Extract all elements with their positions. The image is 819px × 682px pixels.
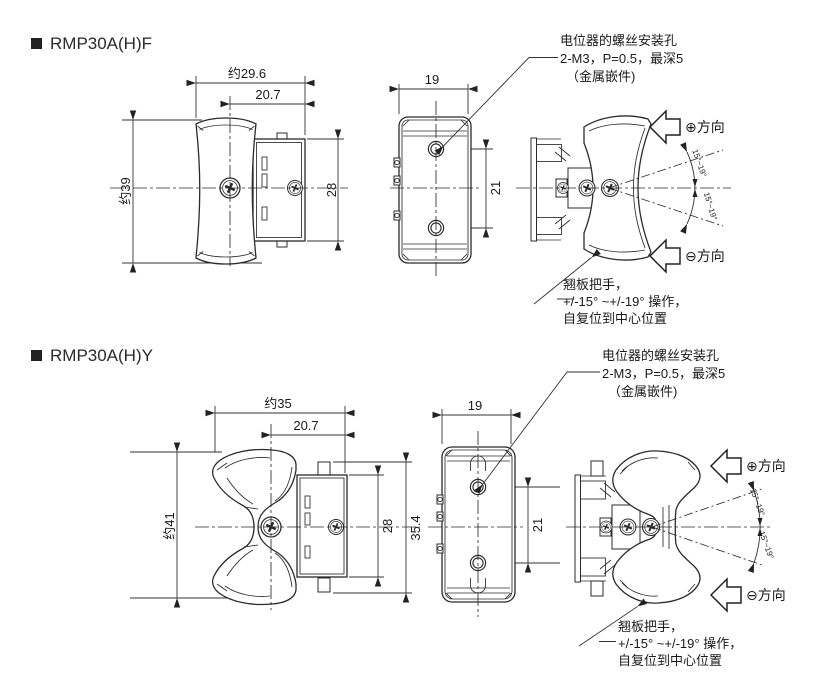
dim-flange-height-y: 35.4 [333, 452, 423, 603]
view-front-y [212, 448, 348, 606]
annotation-line: 电位器的螺丝安装孔 [602, 348, 719, 363]
dim-depth-y: 19 [432, 398, 521, 444]
dim-overall-height-f: 约39 [118, 110, 262, 273]
dim-overall-width-y: 约35 [205, 396, 355, 473]
dim-label: 20.7 [255, 87, 280, 102]
mount-face-outline [398, 116, 472, 264]
section-title: RMP30A(H)Y [50, 346, 153, 365]
mount-face-outline [441, 446, 516, 603]
annotation-rocker-f: 翘板把手， +/-15° ~+/-19° 操作， 自复位到中心位置 [533, 249, 687, 326]
dim-label: 19 [468, 398, 482, 413]
angle-range-label: 15°~19° [702, 191, 719, 221]
dim-label: 28 [324, 183, 339, 197]
dim-handle-width-f: 20.7 [220, 87, 315, 108]
annotation-line: 自复位到中心位置 [618, 653, 722, 668]
section-bullet-icon [31, 350, 42, 361]
dim-handle-width-y: 20.7 [261, 418, 355, 439]
minus-direction-arrow-icon [709, 577, 742, 613]
dim-label: 21 [488, 181, 503, 195]
minus-direction-arrow-icon [648, 238, 681, 274]
annotation-line: 2-M3，P=0.5，最深5 [560, 51, 683, 66]
annotation-line: +/-15° ~+/-19° 操作， [618, 636, 742, 651]
dim-body-height-f: 28 [307, 129, 344, 251]
view-mount-face-f [393, 116, 472, 264]
annotation-line: 电位器的螺丝安装孔 [560, 33, 677, 48]
dim-depth-f: 19 [389, 72, 478, 114]
center-lines-f [110, 96, 731, 279]
annotation-line: 自复位到中心位置 [563, 311, 667, 326]
plus-direction-label: ⊕方向 [746, 458, 786, 474]
section-rmp30ahf: RMP30A(H)F 约29.6 20.7 约39 28 [31, 33, 731, 326]
dim-label: 约39 [118, 177, 133, 204]
annotation-screw-hole-f: 电位器的螺丝安装孔 2-M3，P=0.5，最深5 （金属嵌件) [434, 33, 683, 156]
view-mount-face-y [436, 446, 516, 603]
center-lines-y [195, 424, 772, 617]
dim-label: 19 [425, 72, 439, 87]
view-front-f [195, 117, 306, 265]
dim-body-height-y: 28 [349, 465, 395, 587]
plus-direction-arrow-icon [709, 448, 742, 484]
minus-direction-label: ⊖方向 [746, 587, 786, 603]
angle-range-label: 15°~19° [748, 487, 766, 517]
annotation-rocker-y: 翘板把手， +/-15° ~+/-19° 操作， 自复位到中心位置 [578, 598, 742, 668]
minus-direction-label: ⊖方向 [685, 248, 725, 264]
dim-label: 约29.6 [228, 66, 266, 81]
dim-label: 20.7 [293, 418, 318, 433]
section-bullet-icon [31, 38, 42, 49]
angle-range-label: 15°~19° [757, 530, 775, 560]
dim-overall-width-f: 约29.6 [186, 66, 315, 135]
dim-label: 28 [380, 519, 395, 533]
annotation-line: （金属嵌件) [608, 384, 677, 399]
section-rmp30ahy: RMP30A(H)Y 约35 20.7 约41 28 3 [31, 346, 786, 668]
direction-arrows-y: ⊕方向 ⊖方向 [709, 448, 786, 613]
angle-range-label: 15°~19° [690, 148, 708, 178]
annotation-line: 翘板把手， [618, 619, 683, 634]
annotation-line: 2-M3，P=0.5，最深5 [602, 366, 725, 381]
annotation-line: +/-15° ~+/-19° 操作， [563, 294, 687, 309]
section-title: RMP30A(H)F [50, 34, 152, 53]
direction-arrows-f: ⊕方向 ⊖方向 [648, 109, 725, 274]
dim-label: 约35 [264, 396, 291, 411]
dim-label: 21 [530, 518, 545, 532]
plus-direction-label: ⊕方向 [685, 119, 725, 135]
dim-label: 约41 [162, 512, 177, 539]
dim-hole-pitch-y: 21 [486, 477, 560, 573]
annotation-screw-hole-y: 电位器的螺丝安装孔 2-M3，P=0.5，最深5 （金属嵌件) [474, 348, 725, 495]
plus-direction-arrow-icon [648, 109, 681, 145]
annotation-line: （金属嵌件) [566, 69, 635, 84]
dim-label: 35.4 [408, 515, 423, 540]
annotation-line: 翘板把手， [563, 277, 628, 292]
